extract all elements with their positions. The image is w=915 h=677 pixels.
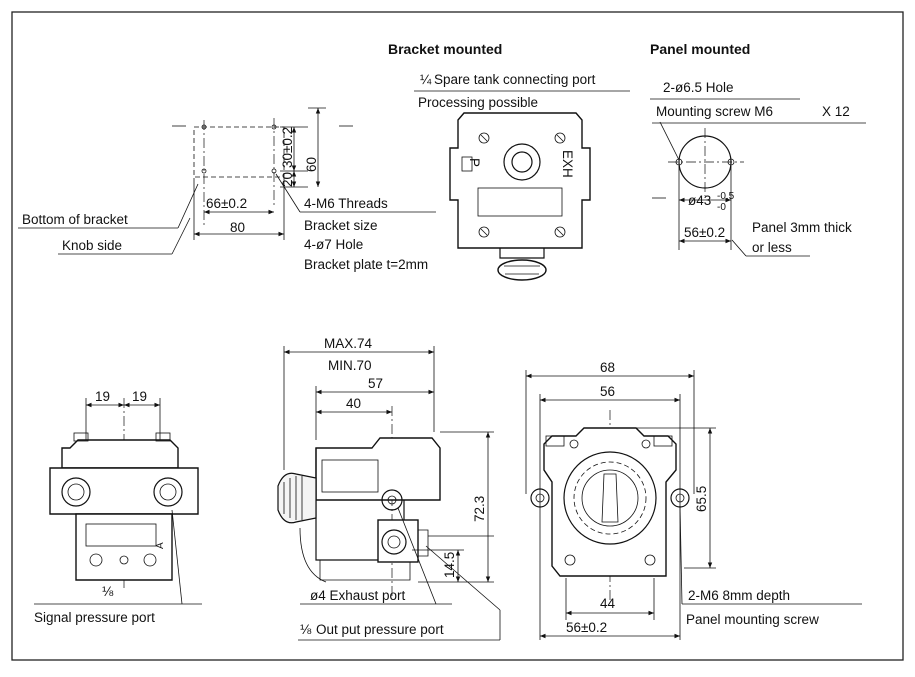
top-view-label-plate bbox=[477, 187, 563, 217]
rear-view: 68 56 65.5 44 56±0.2 2-M6 8mm depth bbox=[525, 360, 862, 640]
side-output-label: Out put pressure port bbox=[316, 622, 444, 637]
front-dim-19b: 19 bbox=[132, 389, 147, 404]
top-view-screw-3 bbox=[478, 226, 490, 238]
side-output-block bbox=[377, 519, 419, 563]
rear-dim-56: 56 bbox=[600, 384, 615, 399]
side-exhaust-label: ø4 Exhaust port bbox=[310, 588, 406, 603]
front-fraction: ⅛ bbox=[102, 584, 114, 599]
rear-dial-scale bbox=[573, 461, 647, 535]
top-view-body bbox=[449, 112, 591, 249]
panel-thick: Panel 3mm thick bbox=[752, 220, 852, 235]
label-bottom-of-bracket: Bottom of bracket bbox=[22, 212, 128, 227]
front-view-bottom bbox=[75, 513, 173, 581]
signal-pressure-port: Signal pressure port bbox=[34, 610, 155, 625]
rear-dim-68: 68 bbox=[600, 360, 615, 375]
panel-view: 2-ø6.5 Hole Mounting screw M6 X 12 ø43 -… bbox=[650, 80, 866, 257]
side-min: MIN.70 bbox=[328, 358, 372, 373]
dim-30: 30±0.2 bbox=[280, 127, 295, 168]
side-dim-57: 57 bbox=[368, 376, 383, 391]
dim-20: 20 bbox=[280, 172, 295, 187]
panel-hole: 2-ø6.5 Hole bbox=[663, 80, 734, 95]
rear-dim-44: 44 bbox=[600, 596, 616, 611]
rear-mount-left bbox=[530, 488, 550, 508]
side-output-port bbox=[381, 529, 407, 555]
label-knob-side: Knob side bbox=[62, 238, 122, 253]
dim-60: 60 bbox=[304, 157, 319, 172]
svg-text:A: A bbox=[155, 542, 166, 549]
p-mark-frame bbox=[461, 156, 473, 172]
top-view: ¼ Spare tank connecting port Processing … bbox=[414, 72, 630, 281]
rear-m6-label: 2-M6 8mm depth bbox=[688, 588, 790, 603]
dim-66: 66±0.2 bbox=[206, 196, 247, 211]
panel-dia-tol-lower: -0 bbox=[717, 202, 726, 213]
panel-dia-tol-upper: -0.5 bbox=[717, 191, 735, 202]
rear-dim-65-5: 65.5 bbox=[694, 486, 709, 512]
front-port-left bbox=[61, 477, 91, 507]
front-view: 19 19 A ⅛ Signal pressure port bbox=[34, 389, 202, 625]
top-view-screw-1 bbox=[478, 132, 490, 144]
label-processing: Processing possible bbox=[418, 95, 538, 110]
label-bracket-size: Bracket size bbox=[304, 218, 378, 233]
bracket-view: 66±0.2 80 20 30±0.2 60 Bottom of bracket… bbox=[18, 107, 436, 272]
side-max: MAX.74 bbox=[324, 336, 373, 351]
rear-dim-56-tol: 56±0.2 bbox=[566, 620, 607, 635]
panel-dia: ø43 bbox=[688, 193, 711, 208]
drawing-border bbox=[11, 11, 904, 661]
front-port-right bbox=[153, 477, 183, 507]
side-view: MAX.74 MIN.70 57 40 72.3 14.5 ø4 Exhaust bbox=[277, 336, 501, 641]
rear-dial-outer bbox=[563, 451, 657, 545]
rear-dial-pointer bbox=[601, 473, 619, 523]
label-p-mark: P bbox=[467, 158, 482, 167]
top-view-screw-4 bbox=[554, 226, 566, 238]
side-exhaust-port bbox=[381, 489, 403, 511]
heading-panel-mounted: Panel mounted bbox=[650, 41, 750, 57]
side-knob bbox=[277, 472, 317, 524]
front-view-top bbox=[61, 439, 179, 469]
label-fraction-quarter: ¼ bbox=[420, 72, 432, 87]
side-dim-72-3: 72.3 bbox=[472, 496, 487, 522]
side-fraction: ⅛ bbox=[300, 622, 312, 637]
knob bbox=[497, 259, 547, 281]
label-threads: 4-M6 Threads bbox=[304, 196, 388, 211]
panel-or-less: or less bbox=[752, 240, 792, 255]
top-view-screw-2 bbox=[554, 132, 566, 144]
dim-80: 80 bbox=[230, 220, 245, 235]
rear-dial-inner bbox=[581, 469, 639, 527]
top-view-port-outer bbox=[503, 143, 541, 181]
rear-view-body bbox=[543, 427, 677, 577]
side-dim-14-5: 14.5 bbox=[442, 552, 457, 578]
label-spare-port: Spare tank connecting port bbox=[434, 72, 596, 87]
panel-screw-length: X 12 bbox=[822, 104, 850, 119]
front-dim-19a: 19 bbox=[95, 389, 110, 404]
bracket-outline bbox=[193, 126, 285, 178]
side-dim-40: 40 bbox=[346, 396, 361, 411]
label-exh: EXH bbox=[560, 150, 575, 178]
label-plate: Bracket plate t=2mm bbox=[304, 257, 428, 272]
panel-screw: Mounting screw M6 bbox=[656, 104, 773, 119]
top-view-port-inner bbox=[511, 151, 533, 173]
heading-bracket-mounted: Bracket mounted bbox=[388, 41, 502, 57]
rear-panel-screw: Panel mounting screw bbox=[686, 612, 819, 627]
label-hole: 4-ø7 Hole bbox=[304, 237, 363, 252]
panel-dim-56: 56±0.2 bbox=[684, 225, 725, 240]
